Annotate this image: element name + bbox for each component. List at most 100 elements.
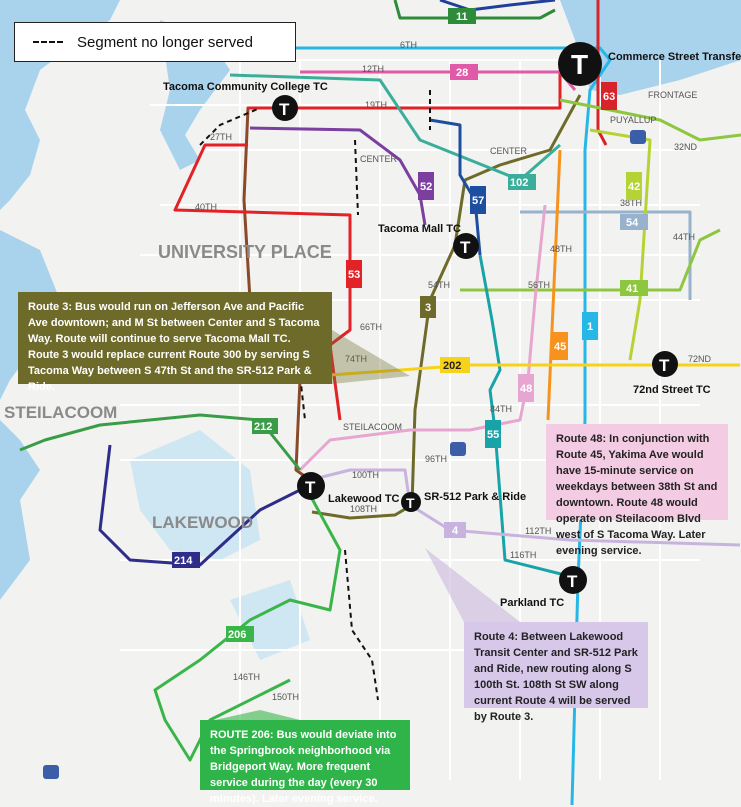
badge-28: 28 <box>456 67 468 79</box>
route-45-line <box>546 149 562 421</box>
tc-sr512-glyph: T <box>406 495 415 511</box>
tc-label-parkland: Parkland TC <box>500 597 564 609</box>
street-labels: 6TH 12TH 19TH 27TH 40TH 66TH 74TH 84TH 9… <box>195 40 712 702</box>
street-84th: 84TH <box>490 404 512 414</box>
street-146th: 146TH <box>233 672 260 682</box>
route3-callout-wedge <box>332 330 410 384</box>
legend-label: Segment no longer served <box>77 33 253 51</box>
street-96th: 96TH <box>425 454 447 464</box>
i5-shields <box>43 130 646 779</box>
street-frontage: FRONTAGE <box>648 90 697 100</box>
tc-tcc-icon[interactable] <box>272 95 298 121</box>
place-lakewood: LAKEWOOD <box>152 513 253 532</box>
street-38th: 38TH <box>620 198 642 208</box>
badge-55: 55 <box>487 429 499 441</box>
street-center-2: CENTER <box>490 146 528 156</box>
street-72nd: 72ND <box>688 354 712 364</box>
badge-53: 53 <box>348 269 360 281</box>
tc-72nd-glyph: T <box>659 356 670 375</box>
route-1-line <box>250 46 612 805</box>
tc-commerce-glyph: T <box>571 49 588 80</box>
route48-note: Route 48: In conjunction with Route 45, … <box>546 424 728 557</box>
street-108th: 108TH <box>350 504 377 514</box>
badge-41: 41 <box>626 283 638 295</box>
route-206-line <box>153 494 342 762</box>
badge-48: 48 <box>520 383 532 395</box>
badge-1: 1 <box>587 321 593 333</box>
place-university-place-1: UNIVERSITY PLACE <box>158 242 332 262</box>
badge-212: 212 <box>254 421 272 433</box>
street-100th: 100TH <box>352 470 379 480</box>
street-steilacoom: STEILACOOM <box>343 422 402 432</box>
american-lake-water <box>230 580 310 660</box>
route-55-line <box>478 254 566 577</box>
street-48th: 48TH <box>550 244 572 254</box>
badge-52: 52 <box>420 181 432 193</box>
route-102-line <box>229 73 561 182</box>
street-44th: 44TH <box>673 232 695 242</box>
route-52-line <box>249 126 427 226</box>
badge-202: 202 <box>443 360 461 372</box>
route-badges: 11 28 63 102 52 57 54 42 53 41 1 45 2 3 … <box>172 8 648 642</box>
badge-4: 4 <box>452 525 459 537</box>
tc-sr512-icon[interactable] <box>401 492 421 512</box>
fox-island-water <box>0 420 40 600</box>
street-56th: 56TH <box>528 280 550 290</box>
tc-label-mall: Tacoma Mall TC <box>378 223 461 235</box>
lake-water <box>130 430 260 560</box>
route4-note: Route 4: Between Lakewood Transit Center… <box>464 622 648 723</box>
route206-callout-wedge <box>215 710 300 720</box>
route3-note: Route 3: Bus would run on Jefferson Ave … <box>18 292 332 393</box>
tc-parkland-glyph: T <box>567 572 578 591</box>
route-41-line <box>460 228 721 292</box>
tc-lakewood-icon[interactable] <box>297 472 325 500</box>
street-150th: 150TH <box>272 692 299 702</box>
route-57-line <box>429 118 482 256</box>
street-116th: 116TH <box>510 550 536 560</box>
route-28-line <box>300 70 577 91</box>
badge-57: 57 <box>472 195 484 207</box>
street-27th: 27TH <box>210 132 232 142</box>
tc-label-tcc: Tacoma Community College TC <box>163 81 328 93</box>
street-40th: 40TH <box>195 202 217 212</box>
route-214-line <box>98 444 301 567</box>
badge-102: 102 <box>510 177 528 189</box>
badge-45: 45 <box>554 341 566 353</box>
street-32nd: 32ND <box>674 142 698 152</box>
street-center: CENTER <box>360 154 398 164</box>
tc-label-lakewood: Lakewood TC <box>328 493 400 505</box>
badge-3: 3 <box>425 302 431 314</box>
route-54-line <box>520 210 692 300</box>
street-74th: 74TH <box>345 354 367 364</box>
commencement-bay-water <box>560 0 741 95</box>
map-legend: Segment no longer served <box>14 22 296 62</box>
badge-54: 54 <box>626 217 639 229</box>
tc-72nd-icon[interactable] <box>652 351 678 377</box>
tc-lakewood-glyph: T <box>305 478 316 497</box>
legend-dash-swatch <box>33 41 63 43</box>
badge-63: 63 <box>603 91 615 103</box>
route-16-line <box>439 0 556 12</box>
badge-214: 214 <box>174 555 193 567</box>
street-puyallup: PUYALLUP <box>610 115 656 125</box>
place-steilacoom: STEILACOOM <box>4 403 117 422</box>
street-112th: 112TH <box>525 526 551 536</box>
street-6th: 6TH <box>400 40 417 50</box>
tc-parkland-icon[interactable] <box>559 566 587 594</box>
badge-11: 11 <box>456 11 468 23</box>
street-54th: 54TH <box>428 280 450 290</box>
tc-label-commerce: Commerce Street Transfer Area <box>608 51 741 63</box>
route4-callout-wedge <box>425 548 520 622</box>
tc-label-sr512: SR-512 Park & Ride <box>424 491 526 503</box>
route-202-line <box>329 363 740 377</box>
tc-commerce-icon[interactable] <box>558 42 602 86</box>
street-66th: 66TH <box>360 322 382 332</box>
tc-tcc-glyph: T <box>279 100 290 119</box>
street-19th: 19TH <box>365 100 387 110</box>
tc-label-72nd: 72nd Street TC <box>633 384 711 396</box>
tc-mall-icon[interactable] <box>453 233 479 259</box>
street-12th: 12TH <box>362 64 384 74</box>
route206-note: ROUTE 206: Bus would deviate into the Sp… <box>200 720 410 805</box>
